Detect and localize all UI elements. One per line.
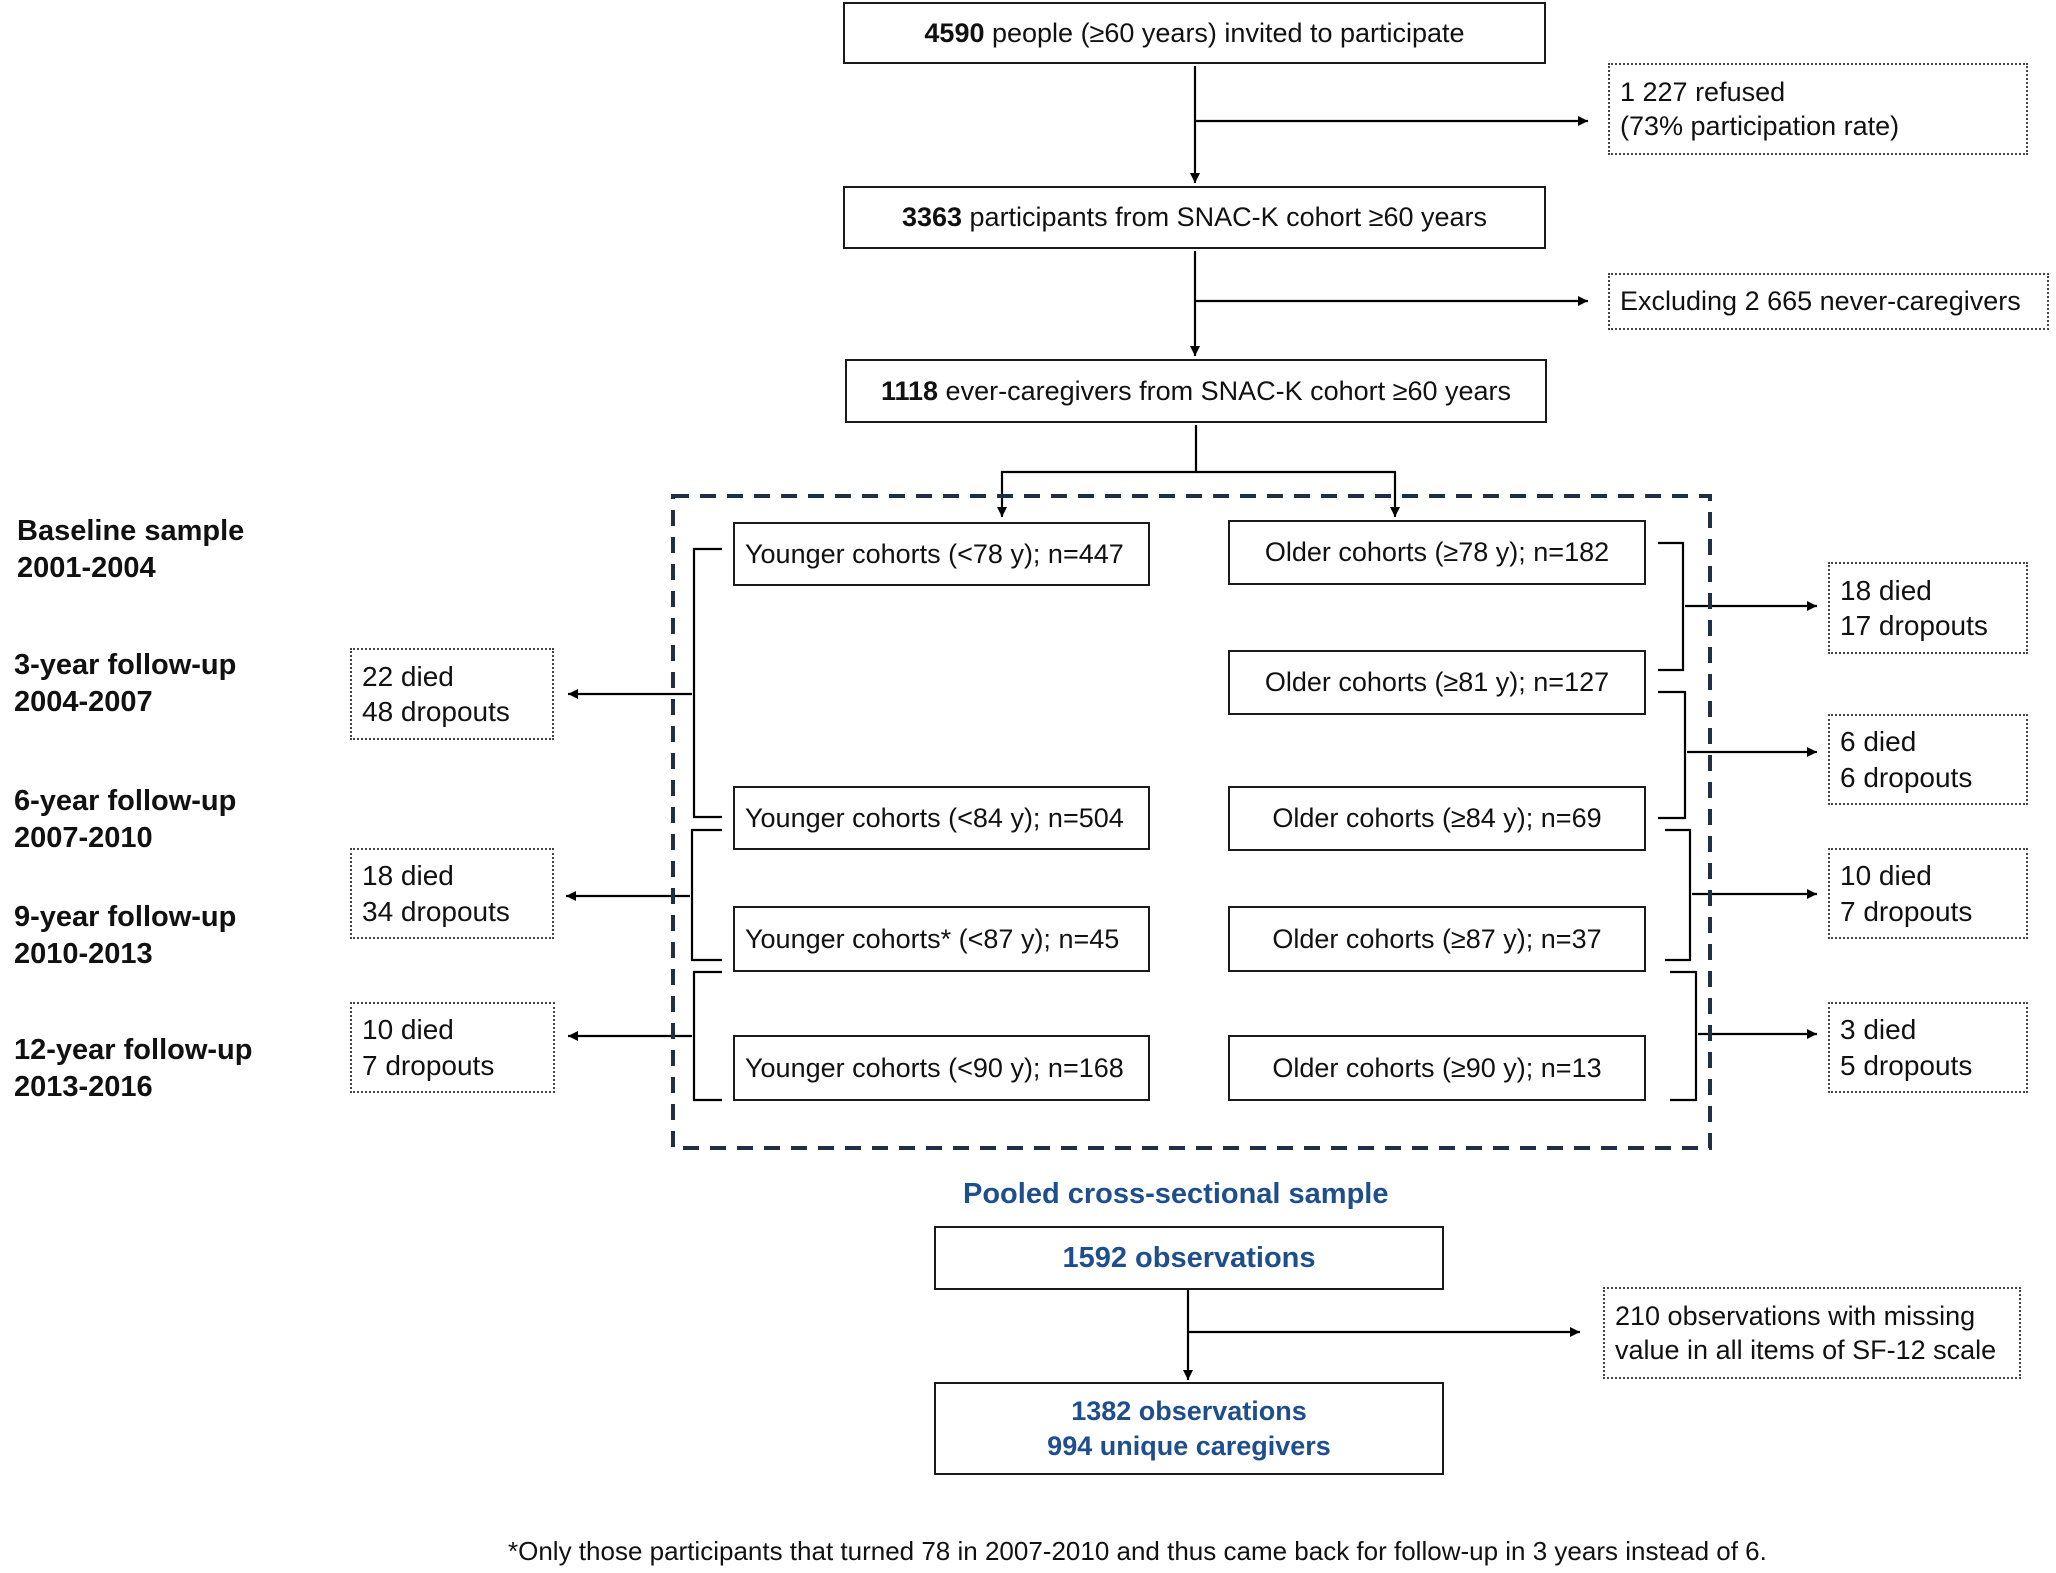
- right-loss-box: 6 died 6 dropouts: [1828, 714, 2028, 805]
- older-cohort-label: Older cohorts (≥90 y); n=13: [1272, 1052, 1602, 1083]
- left-loss-box: 18 died 34 dropouts: [350, 848, 554, 939]
- wave-years: 2013-2016: [14, 1071, 153, 1104]
- dropout-count: 48 dropouts: [362, 696, 510, 727]
- observations-box: 1592 observations: [934, 1226, 1444, 1290]
- pooled-title: Pooled cross-sectional sample: [963, 1178, 1389, 1210]
- footnote: *Only those participants that turned 78 …: [508, 1536, 1767, 1566]
- younger-cohort-box: Younger cohorts (<78 y); n=447: [733, 522, 1150, 586]
- participants-box: 3363 participants from SNAC-K cohort ≥60…: [843, 186, 1546, 249]
- wave-label-6y: 6-year follow-up 2007-2010: [14, 783, 236, 857]
- older-cohort-box: Older cohorts (≥90 y); n=13: [1228, 1035, 1646, 1101]
- invited-text: 4590 people (≥60 years) invited to parti…: [924, 16, 1464, 50]
- dropout-count: 17 dropouts: [1840, 610, 1988, 641]
- right-bracket-4: [1670, 970, 1698, 1102]
- participants-label: participants from SNAC-K cohort ≥60 year…: [962, 202, 1488, 233]
- final-caregivers: 994 unique caregivers: [1047, 1430, 1331, 1461]
- excluding-box: Excluding 2 665 never-caregivers: [1608, 273, 2049, 330]
- younger-cohort-box: Younger cohorts (<90 y); n=168: [733, 1035, 1150, 1101]
- missing-line1: 210 observations with missing: [1615, 1300, 1976, 1331]
- ever-caregivers-text: 1118 ever-caregivers from SNAC-K cohort …: [881, 374, 1511, 408]
- left-bracket-2: [690, 828, 722, 962]
- younger-cohort-box: Younger cohorts* (<87 y); n=45: [733, 906, 1150, 972]
- wave-label-baseline: Baseline sample 2001-2004: [17, 513, 244, 587]
- died-count: 18 died: [362, 860, 454, 892]
- older-cohort-box: Older cohorts (≥87 y); n=37: [1228, 906, 1646, 972]
- right-loss-box: 3 died 5 dropouts: [1828, 1002, 2028, 1093]
- older-cohort-label: Older cohorts (≥78 y); n=182: [1264, 537, 1610, 568]
- missing-box: 210 observations with missing value in a…: [1603, 1287, 2021, 1379]
- younger-cohort-label: Younger cohorts (<78 y); n=447: [745, 538, 1124, 569]
- wave-years: 2010-2013: [14, 938, 153, 971]
- participants-count: 3363: [901, 202, 963, 233]
- right-bracket-3: [1665, 828, 1692, 962]
- older-cohort-label: Older cohorts (≥81 y); n=127: [1264, 667, 1610, 698]
- older-cohort-label: Older cohorts (≥87 y); n=37: [1272, 923, 1602, 954]
- refused-box: 1 227 refused (73% participation rate): [1608, 63, 2028, 155]
- participants-text: 3363 participants from SNAC-K cohort ≥60…: [902, 200, 1487, 234]
- younger-cohort-box: Younger cohorts (<84 y); n=504: [733, 786, 1150, 850]
- missing-line2: value in all items of SF-12 scale: [1615, 1335, 1997, 1365]
- died-count: 3 died: [1840, 1014, 1917, 1046]
- right-bracket-1: [1658, 541, 1685, 672]
- died-count: 10 died: [1840, 860, 1932, 892]
- split-connector: [997, 425, 1198, 517]
- final-box: 1382 observations 994 unique caregivers: [934, 1382, 1444, 1475]
- wave-years: 2004-2007: [14, 686, 153, 719]
- wave-title: 12-year follow-up: [14, 1034, 253, 1066]
- invited-label: people (≥60 years) invited to participat…: [984, 17, 1465, 48]
- dropout-count: 7 dropouts: [1840, 895, 1973, 927]
- dropout-count: 7 dropouts: [362, 1049, 495, 1081]
- invited-count: 4590: [924, 17, 985, 48]
- wave-title: 9-year follow-up: [14, 901, 237, 933]
- younger-cohort-label: Younger cohorts* (<87 y); n=45: [745, 923, 1120, 954]
- older-cohort-box: Older cohorts (≥78 y); n=182: [1228, 520, 1646, 585]
- dropout-count: 34 dropouts: [362, 895, 510, 927]
- older-cohort-box: Older cohorts (≥84 y); n=69: [1228, 786, 1646, 851]
- older-cohort-label: Older cohorts (≥84 y); n=69: [1272, 803, 1602, 834]
- left-loss-box: 22 died 48 dropouts: [350, 648, 554, 740]
- died-count: 18 died: [1840, 574, 1932, 606]
- ever-caregivers-label: ever-caregivers from SNAC-K cohort ≥60 y…: [938, 375, 1512, 406]
- wave-title: 6-year follow-up: [14, 785, 237, 817]
- wave-title: 3-year follow-up: [14, 649, 237, 681]
- died-count: 6 died: [1840, 726, 1917, 758]
- invited-box: 4590 people (≥60 years) invited to parti…: [843, 2, 1546, 64]
- ever-caregivers-box: 1118 ever-caregivers from SNAC-K cohort …: [845, 359, 1547, 423]
- ever-caregivers-count: 1118: [880, 375, 939, 406]
- right-bracket-2: [1658, 690, 1687, 820]
- right-loss-box: 18 died 17 dropouts: [1828, 562, 2028, 654]
- dropout-count: 5 dropouts: [1840, 1049, 1973, 1081]
- observations-text: 1592 observations: [1062, 1241, 1316, 1274]
- older-cohort-box: Older cohorts (≥81 y); n=127: [1228, 650, 1646, 715]
- left-bracket-3: [692, 970, 722, 1102]
- wave-label-12y: 12-year follow-up 2013-2016: [14, 1032, 253, 1106]
- died-count: 22 died: [362, 660, 454, 692]
- refused-line1: 1 227 refused: [1620, 76, 1786, 107]
- died-count: 10 died: [362, 1014, 454, 1046]
- younger-cohort-label: Younger cohorts (<90 y); n=168: [745, 1052, 1124, 1083]
- wave-label-9y: 9-year follow-up 2010-2013: [14, 899, 236, 973]
- split-connector-right: [1196, 470, 1400, 517]
- right-loss-box: 10 died 7 dropouts: [1828, 848, 2028, 939]
- wave-years: 2007-2010: [14, 822, 153, 855]
- left-bracket-1: [692, 547, 722, 819]
- wave-years: 2001-2004: [17, 552, 156, 585]
- wave-label-3y: 3-year follow-up 2004-2007: [14, 647, 236, 721]
- excluding-text: Excluding 2 665 never-caregivers: [1620, 286, 2021, 317]
- refused-line2: (73% participation rate): [1620, 111, 1900, 141]
- younger-cohort-label: Younger cohorts (<84 y); n=504: [745, 802, 1124, 833]
- left-loss-box: 10 died 7 dropouts: [350, 1002, 555, 1093]
- dropout-count: 6 dropouts: [1840, 761, 1973, 793]
- wave-title: Baseline sample: [17, 515, 245, 547]
- pooled-frame: [671, 494, 1712, 1150]
- final-observations: 1382 observations: [1071, 1396, 1307, 1427]
